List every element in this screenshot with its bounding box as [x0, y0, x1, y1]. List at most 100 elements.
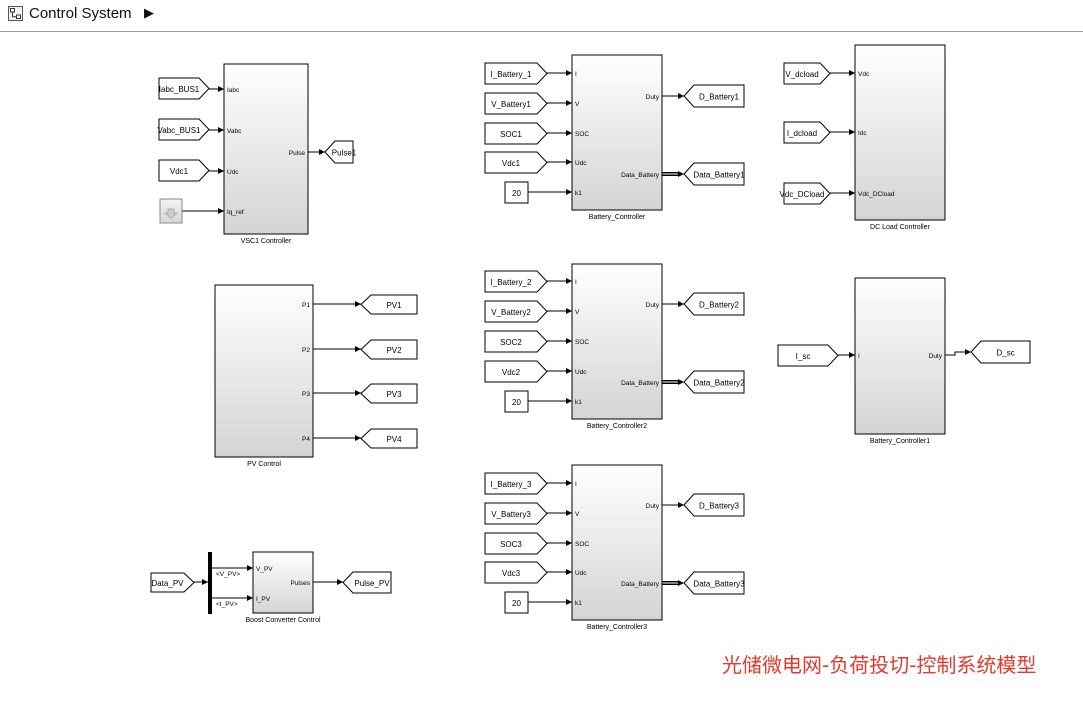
from-tag-shape[interactable] [484, 151, 548, 174]
goto-tag-shape[interactable] [683, 84, 745, 108]
goto-tag-shape[interactable] [360, 339, 418, 360]
subsystem-block[interactable] [854, 44, 946, 221]
subsystem-battery3[interactable]: Battery_Controller3IVSOCUdck1DutyData_Ba… [571, 464, 663, 631]
from-tag-shape[interactable] [783, 62, 831, 85]
goto-tag[interactable]: D_sc [970, 340, 1031, 364]
goto-tag-shape[interactable] [683, 571, 745, 595]
from-tag[interactable]: Vdc_DCload [780, 182, 831, 205]
from-tag[interactable]: SOC3 [484, 532, 548, 555]
goto-tag[interactable]: PV4 [360, 428, 418, 449]
from-tag[interactable]: I_Battery_3 [484, 472, 548, 495]
output-port-label: Pulses [290, 580, 310, 587]
from-tag[interactable]: Vabc_BUS1 [158, 118, 210, 141]
goto-tag[interactable]: PV1 [360, 294, 418, 315]
from-tag[interactable]: Data_PV [150, 572, 195, 593]
goto-tag[interactable]: D_Battery2 [683, 292, 745, 316]
from-tag[interactable]: Iabc_BUS1 [158, 77, 210, 100]
breadcrumb-title[interactable]: Control System [29, 5, 132, 22]
subsystem-name: Battery_Controller1 [870, 438, 930, 445]
goto-tag-shape[interactable] [360, 383, 418, 404]
goto-tag[interactable]: D_Battery1 [683, 84, 745, 108]
subsystem-block[interactable] [854, 277, 946, 435]
from-tag-label: V_Battery1 [491, 100, 531, 109]
constant-shape[interactable] [504, 181, 529, 204]
constant-block[interactable]: 20 [504, 390, 529, 413]
goto-tag-shape[interactable] [360, 294, 418, 315]
input-port-label: Udc [575, 570, 587, 577]
subsystem-block[interactable] [252, 551, 314, 614]
constant-block[interactable]: 20 [504, 181, 529, 204]
goto-tag[interactable]: D_Battery3 [683, 493, 745, 517]
subsystem-block[interactable] [571, 263, 663, 420]
goto-tag[interactable]: Pulse1 [324, 140, 357, 164]
goto-tag[interactable]: Data_Battery3 [683, 571, 745, 595]
goto-tag[interactable]: Data_Battery1 [683, 162, 745, 186]
from-tag[interactable]: Vdc2 [484, 360, 548, 383]
constant-shape[interactable] [504, 591, 529, 614]
from-tag[interactable]: SOC2 [484, 330, 548, 353]
goto-tag-shape[interactable] [683, 493, 745, 517]
goto-tag-shape[interactable] [324, 140, 354, 164]
from-tag[interactable]: I_sc [777, 344, 839, 367]
from-tag[interactable]: V_Battery1 [484, 92, 548, 115]
from-tag-shape[interactable] [783, 182, 831, 205]
from-tag-shape[interactable] [484, 502, 548, 525]
goto-tag-shape[interactable] [683, 370, 745, 394]
from-tag-shape[interactable] [484, 561, 548, 584]
subsystem-block[interactable] [223, 63, 309, 235]
from-tag[interactable]: I_Battery_1 [484, 62, 548, 85]
iq-ref-constant-block[interactable] [159, 198, 183, 224]
signal-lines [182, 70, 971, 605]
subsystem-battery2[interactable]: Battery_Controller2IVSOCUdck1DutyData_Ba… [571, 263, 663, 430]
from-tag-shape[interactable] [484, 122, 548, 145]
from-tag-shape[interactable] [484, 62, 548, 85]
from-tag-shape[interactable] [484, 300, 548, 323]
from-tag[interactable]: V_Battery3 [484, 502, 548, 525]
from-tag-shape[interactable] [777, 344, 839, 367]
breadcrumb-arrow-icon[interactable]: ▶ [144, 5, 154, 20]
from-tag-shape[interactable] [484, 532, 548, 555]
from-tag-shape[interactable] [158, 77, 210, 100]
subsystem-battery1[interactable]: Battery_ControllerIVSOCUdck1DutyData_Bat… [571, 54, 663, 221]
from-tag[interactable]: V_Battery2 [484, 300, 548, 323]
goto-tag-shape[interactable] [683, 162, 745, 186]
goto-tag[interactable]: PV3 [360, 383, 418, 404]
from-tag-shape[interactable] [158, 118, 210, 141]
from-tag[interactable]: V_dcload [783, 62, 831, 85]
from-tag-shape[interactable] [150, 572, 195, 593]
goto-tag-shape[interactable] [970, 340, 1031, 364]
arrow-head-icon [678, 301, 684, 307]
from-tag-shape[interactable] [484, 270, 548, 293]
goto-tag-shape[interactable] [683, 292, 745, 316]
from-tag[interactable]: I_dcload [783, 121, 831, 144]
from-tag[interactable]: Vdc1 [484, 151, 548, 174]
from-tag-shape[interactable] [484, 92, 548, 115]
from-tag[interactable]: Vdc3 [484, 561, 548, 584]
from-tag-shape[interactable] [484, 360, 548, 383]
from-tag-shape[interactable] [484, 330, 548, 353]
from-tag-label: I_Battery_3 [491, 480, 532, 489]
subsystem-block[interactable] [214, 284, 314, 458]
goto-tag-shape[interactable] [342, 571, 392, 594]
from-tag[interactable]: I_Battery_2 [484, 270, 548, 293]
from-tag-shape[interactable] [484, 472, 548, 495]
goto-tag[interactable]: PV2 [360, 339, 418, 360]
from-tag-shape[interactable] [158, 159, 210, 182]
subsystem-block[interactable] [571, 464, 663, 621]
from-tag[interactable]: SOC1 [484, 122, 548, 145]
goto-tag[interactable]: Pulse_PV [342, 571, 392, 594]
bus-selector-bar[interactable] [208, 552, 212, 614]
constant-shape[interactable] [504, 390, 529, 413]
model-hierarchy-icon[interactable] [8, 6, 23, 21]
from-tag[interactable]: Vdc1 [158, 159, 210, 182]
goto-tag[interactable]: Data_Battery2 [683, 370, 745, 394]
constant-block[interactable]: 20 [504, 591, 529, 614]
from-tag-shape[interactable] [783, 121, 831, 144]
subsystem-block[interactable] [571, 54, 663, 211]
goto-tag-shape[interactable] [360, 428, 418, 449]
